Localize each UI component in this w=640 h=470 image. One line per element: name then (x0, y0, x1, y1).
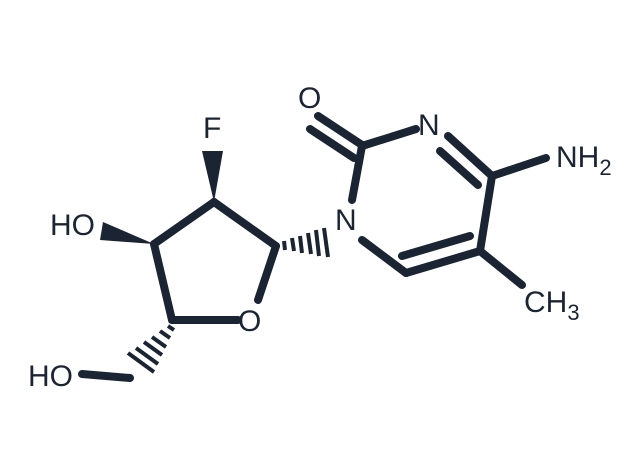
atom-label-o-ring: O (238, 305, 261, 338)
wedge-c2-f (202, 151, 223, 202)
bond-c2-o-1 (314, 112, 366, 149)
bond-c2-o-2 (306, 125, 358, 162)
atom-label-nh2: NH2 (556, 141, 612, 180)
bond-c1-o4 (254, 242, 280, 304)
atom-label-ho-3: HO (50, 209, 95, 242)
bond-c4-c5 (476, 172, 496, 255)
bond-n1-c2 (348, 142, 366, 204)
bond-c5-c6-2 (398, 232, 474, 260)
bond-c6-n1 (358, 236, 410, 277)
bond-c3-c4 (150, 240, 176, 324)
atom-label-ch3-subscript: 3 (567, 300, 579, 325)
bond-c2-c3 (150, 198, 218, 248)
hash-bond-c4-c5 (126, 324, 176, 374)
bond-n3-c4-1 (444, 132, 496, 180)
bond-c2-n3 (358, 125, 420, 150)
bond-c4-nh2 (488, 154, 550, 180)
bond-c1-c2 (210, 198, 280, 250)
wedge-c3-oh (100, 222, 154, 244)
atom-label-f: F (203, 112, 221, 145)
atom-label-nh2-subscript: 2 (599, 155, 611, 180)
bond-c5-c6-1 (402, 247, 484, 277)
atom-label-n1: N (335, 204, 357, 237)
bond-c5-o5 (78, 370, 134, 382)
atom-label-n3: N (418, 109, 440, 142)
atom-label-o-carbonyl: O (298, 82, 321, 115)
atom-label-ho-5: HO (28, 360, 73, 393)
bond-c5-ch3 (476, 247, 526, 289)
atom-label-nh2-main: NH (556, 141, 599, 174)
bond-n3-c4-2 (436, 147, 482, 189)
atom-label-ch3: CH3 (524, 286, 580, 325)
atom-label-ch3-main: CH (524, 286, 567, 319)
hash-bond-c1-n1 (282, 227, 330, 258)
